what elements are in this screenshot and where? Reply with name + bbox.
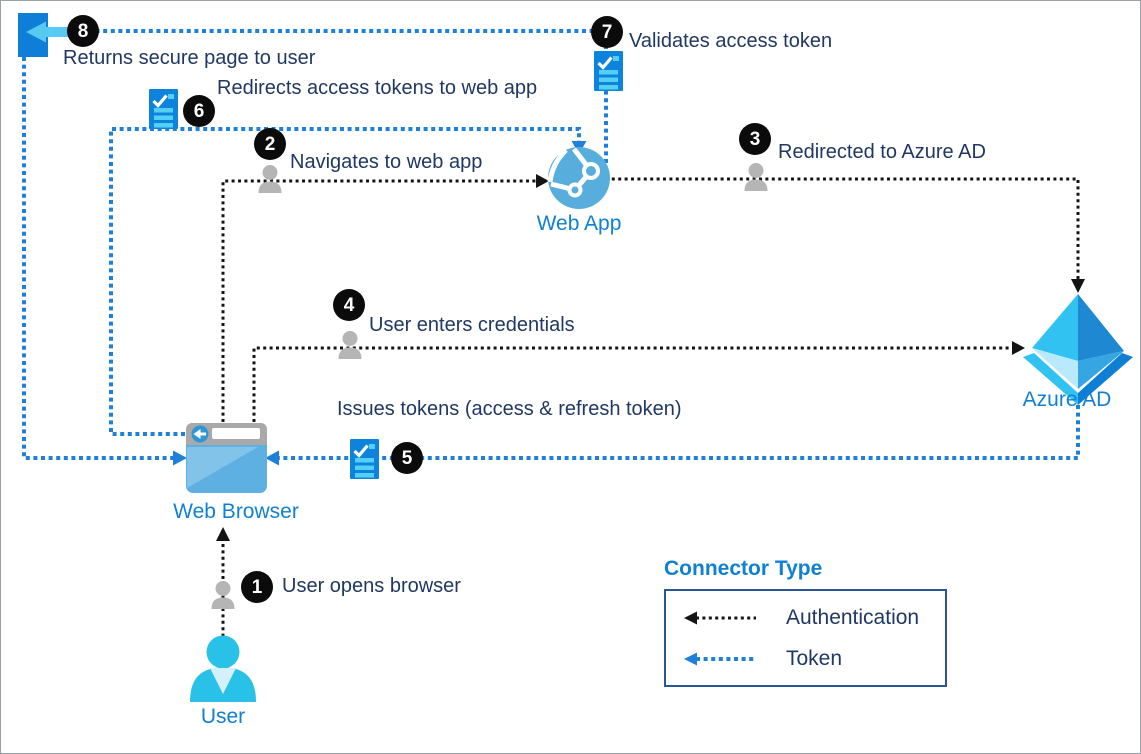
legend-box: Authentication Token: [664, 589, 947, 687]
step-label-5: Issues tokens (access & refresh token): [337, 398, 682, 420]
token-connector-step5: [265, 405, 1080, 466]
token-arrow-icon: [684, 652, 756, 665]
step-badge-4: 4: [333, 289, 365, 321]
secure-page-icon: [18, 13, 80, 57]
step-label-7: Validates access token: [629, 30, 833, 52]
step-label-6: Redirects access tokens to web app: [217, 77, 538, 99]
token-icon-step5: [348, 437, 381, 481]
web-browser-label: Web Browser: [173, 500, 299, 523]
token-connector-step6: [109, 127, 587, 436]
auth-connector-step3: [599, 177, 1085, 293]
actor-icon-step1: [211, 581, 235, 609]
step-badge-3: 3: [739, 123, 771, 155]
step-badge-6: 6: [183, 95, 215, 127]
legend-label-token: Token: [786, 646, 843, 670]
azure-ad-icon: [1023, 294, 1133, 405]
user-label: User: [200, 705, 246, 728]
legend-title: Connector Type: [664, 557, 823, 580]
legend-row-authentication: Authentication: [666, 597, 945, 638]
azure-ad-label: Azure AD: [1022, 388, 1112, 411]
step-label-4: User enters credentials: [369, 314, 575, 336]
web-browser-icon: [186, 423, 267, 493]
step-badge-2: 2: [254, 128, 286, 160]
web-app-icon: [547, 147, 610, 209]
step-label-2: Navigates to web app: [290, 151, 483, 173]
step-label-3: Redirected to Azure AD: [778, 141, 986, 163]
step-badge-8: 8: [67, 15, 99, 47]
authentication-arrow-icon: [684, 611, 756, 624]
auth-connector-step4: [252, 341, 1025, 422]
token-connector-step8-left: [22, 57, 187, 466]
token-icon-step7: [592, 49, 625, 93]
actor-icon-step3: [744, 163, 768, 191]
legend-label-authentication: Authentication: [786, 605, 920, 629]
step-label-1: User opens browser: [282, 575, 461, 597]
legend-row-token: Token: [666, 638, 945, 679]
step-badge-5: 5: [391, 442, 423, 474]
web-app-label: Web App: [536, 212, 622, 235]
actor-icon-step2: [258, 165, 282, 193]
user-icon: [190, 635, 256, 702]
step-badge-1: 1: [241, 571, 273, 603]
auth-connector-step1: [216, 527, 230, 643]
actor-icon-step4: [338, 331, 362, 359]
token-icon-step6: [147, 87, 180, 131]
auth-connector-step2: [221, 174, 549, 422]
step-badge-7: 7: [591, 16, 623, 48]
step-label-8: Returns secure page to user: [63, 47, 316, 69]
